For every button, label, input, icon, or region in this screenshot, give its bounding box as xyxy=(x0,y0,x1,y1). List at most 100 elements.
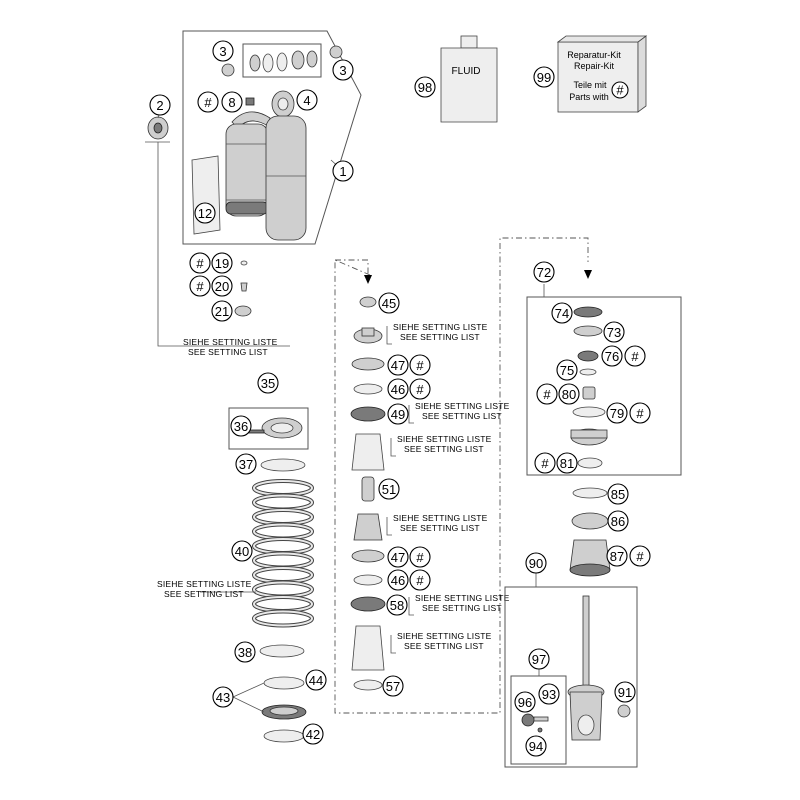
callout-circle xyxy=(525,552,547,574)
callout-number: 35 xyxy=(261,376,275,391)
callout-number: 90 xyxy=(529,556,543,571)
callout-c58: 58 xyxy=(386,594,408,616)
callout-c19: 19 xyxy=(211,252,233,274)
callout-circle xyxy=(378,478,400,500)
callout-c98: 98 xyxy=(414,76,436,98)
callout-c97: 97 xyxy=(528,648,550,670)
bumper-87-base xyxy=(569,563,611,577)
callout-number: # xyxy=(416,358,424,373)
callout-c57: 57 xyxy=(382,675,404,697)
callout-number: # xyxy=(196,256,204,271)
spring-coil-highlight xyxy=(253,610,313,627)
callout-number: 75 xyxy=(560,363,574,378)
callout-bubbles: 12334#812#19#202135363738404243444547#46… xyxy=(149,40,651,757)
callout-circle xyxy=(257,372,279,394)
bottle-cap xyxy=(460,35,478,49)
kit-frame-72 xyxy=(526,296,682,476)
cap-86 xyxy=(571,512,609,530)
callout-number: 38 xyxy=(238,645,252,660)
callout-number: 99 xyxy=(537,70,551,85)
callout-number: 44 xyxy=(309,673,323,688)
setting-note-bracket xyxy=(386,517,392,536)
callout-c45: 45 xyxy=(378,292,400,314)
callout-number: # xyxy=(196,279,204,294)
part-76 xyxy=(577,350,599,362)
spring-coil-highlight xyxy=(253,567,313,583)
callout-c42: 42 xyxy=(302,723,324,745)
part-73 xyxy=(573,325,603,337)
callout-circle xyxy=(525,735,547,757)
setting-note-de: SIEHE SETTING LISTE xyxy=(393,322,488,332)
callout-c2: 2 xyxy=(149,94,171,116)
callout-circle xyxy=(332,59,354,81)
part-79 xyxy=(572,406,606,418)
callout-number: # xyxy=(204,95,212,110)
shim-stem xyxy=(361,327,375,337)
repair-kit-hash-bubble xyxy=(611,81,629,99)
callout-c38: 38 xyxy=(234,641,256,663)
spring-retainer-hole xyxy=(270,422,294,434)
callout-circle xyxy=(382,675,404,697)
callout-c4: 4 xyxy=(296,89,318,111)
callout-number: # xyxy=(636,406,644,421)
callout-c8: 8 xyxy=(221,91,243,113)
callout-c35: 35 xyxy=(257,372,279,394)
callout-c47a: 47 xyxy=(387,354,409,376)
washer-47b xyxy=(351,549,385,563)
right-column-items xyxy=(569,487,611,577)
callout-number: 96 xyxy=(518,695,532,710)
setting-note-en-1: SEE SETTING LIST xyxy=(188,347,268,357)
repair-kit-box xyxy=(557,41,639,113)
ring-44 xyxy=(263,676,305,690)
setting-note-en: SEE SETTING LIST xyxy=(404,641,484,651)
callout-number: 57 xyxy=(386,679,400,694)
callout-number: 3 xyxy=(219,44,226,59)
callout-c21: 21 xyxy=(211,300,233,322)
callout-number: 87 xyxy=(610,549,624,564)
callout-h20: # xyxy=(189,275,211,297)
callout-circle xyxy=(387,546,409,568)
o-ring-19 xyxy=(240,260,248,266)
callout-number: 74 xyxy=(555,306,569,321)
callout-number: 97 xyxy=(532,652,546,667)
retainer-frame xyxy=(228,407,309,450)
kit-frame-97 xyxy=(510,675,567,765)
damper-body xyxy=(265,115,307,241)
clevis-eye xyxy=(577,714,595,736)
callout-circle xyxy=(409,378,431,400)
callout-circle xyxy=(603,321,625,343)
callout-circle xyxy=(606,545,628,567)
callout-circle xyxy=(606,402,628,424)
callout-circle xyxy=(235,453,257,475)
setting-note-de: SIEHE SETTING LISTE xyxy=(393,513,488,523)
item-2-group: SIEHE SETTING LISTE SEE SETTING LIST xyxy=(145,111,290,357)
callout-number: 1 xyxy=(339,164,346,179)
spring-coil-highlight xyxy=(253,509,313,525)
spring-column-group: SIEHE SETTING LISTE SEE SETTING LIST xyxy=(157,407,314,743)
setting-note-de: SIEHE SETTING LISTE xyxy=(397,434,492,444)
callout-number: 47 xyxy=(391,550,405,565)
bearing-set-frame xyxy=(242,43,322,78)
callout-number: # xyxy=(631,349,639,364)
callout-c96: 96 xyxy=(514,691,536,713)
callout-circle xyxy=(533,66,555,88)
spring-coil-highlight xyxy=(253,480,313,496)
setting-note-bracket xyxy=(408,597,414,616)
callout-c51: 51 xyxy=(378,478,400,500)
callout-circle xyxy=(409,354,431,376)
valve-body-96 xyxy=(521,713,535,727)
setting-note-en-40: SEE SETTING LIST xyxy=(164,589,244,599)
callout-number: 42 xyxy=(306,727,320,742)
seal-ring-left xyxy=(221,63,235,77)
callout-number: 4 xyxy=(303,93,310,108)
setting-note-bracket xyxy=(390,635,396,654)
spring-seat-37 xyxy=(260,458,306,472)
setting-note-de-40: SIEHE SETTING LISTE xyxy=(157,579,252,589)
callout-number: 49 xyxy=(391,407,405,422)
callout-circle xyxy=(230,415,252,437)
callout-circle xyxy=(558,383,580,405)
callout-c36: 36 xyxy=(230,415,252,437)
callout-circle xyxy=(305,669,327,691)
setting-note-en: SEE SETTING LIST xyxy=(400,332,480,342)
leader-43a xyxy=(232,682,265,698)
